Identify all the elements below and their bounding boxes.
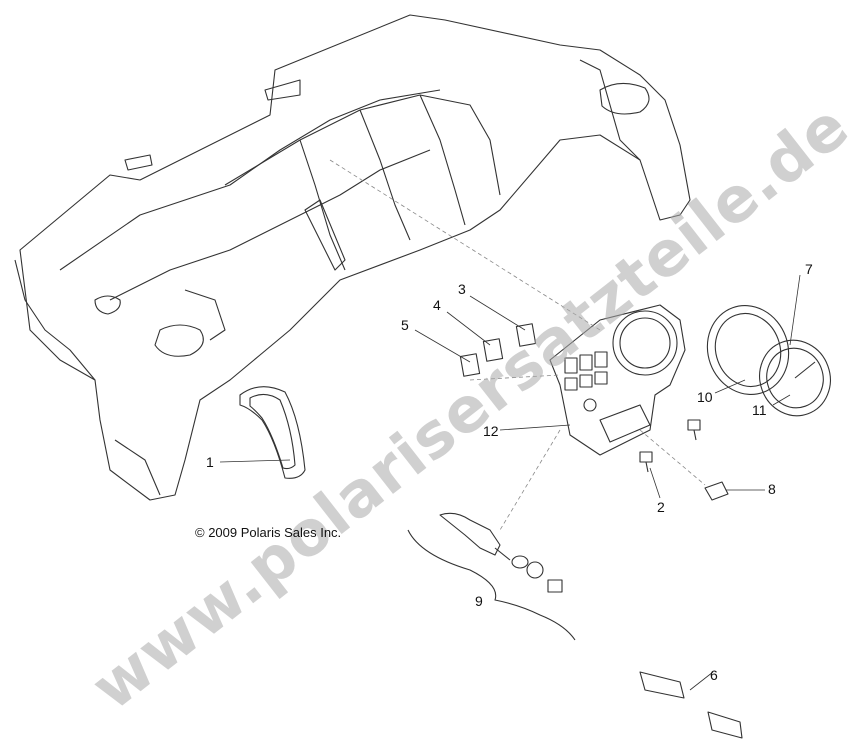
callout-9: 9: [475, 593, 483, 609]
sensor-assembly-icon: [407, 512, 576, 641]
callout-11: 11: [752, 402, 767, 418]
grip-icon: [239, 386, 306, 479]
copyright-text: © 2009 Polaris Sales Inc.: [195, 525, 342, 540]
speedometer-icon: [706, 305, 831, 417]
light-socket-icon: [704, 481, 729, 501]
switch-3-icon: [515, 323, 537, 347]
bulb-icon: [639, 671, 743, 739]
screw-icon: [639, 419, 701, 473]
callout-10: 10: [697, 389, 713, 405]
switch-5-icon: [459, 353, 481, 377]
callout-12: 12: [483, 423, 499, 439]
callout-7: 7: [805, 261, 813, 277]
callout-8: 8: [768, 481, 776, 497]
callout-6: 6: [710, 667, 718, 683]
callout-2: 2: [657, 499, 665, 515]
instrument-pod-icon: [549, 304, 686, 456]
switch-4-icon: [482, 338, 504, 362]
callout-5: 5: [401, 317, 409, 333]
callout-4: 4: [433, 297, 441, 313]
callout-3: 3: [458, 281, 466, 297]
dashboard-outline-icon: [14, 14, 691, 501]
callout-1: 1: [206, 454, 214, 470]
